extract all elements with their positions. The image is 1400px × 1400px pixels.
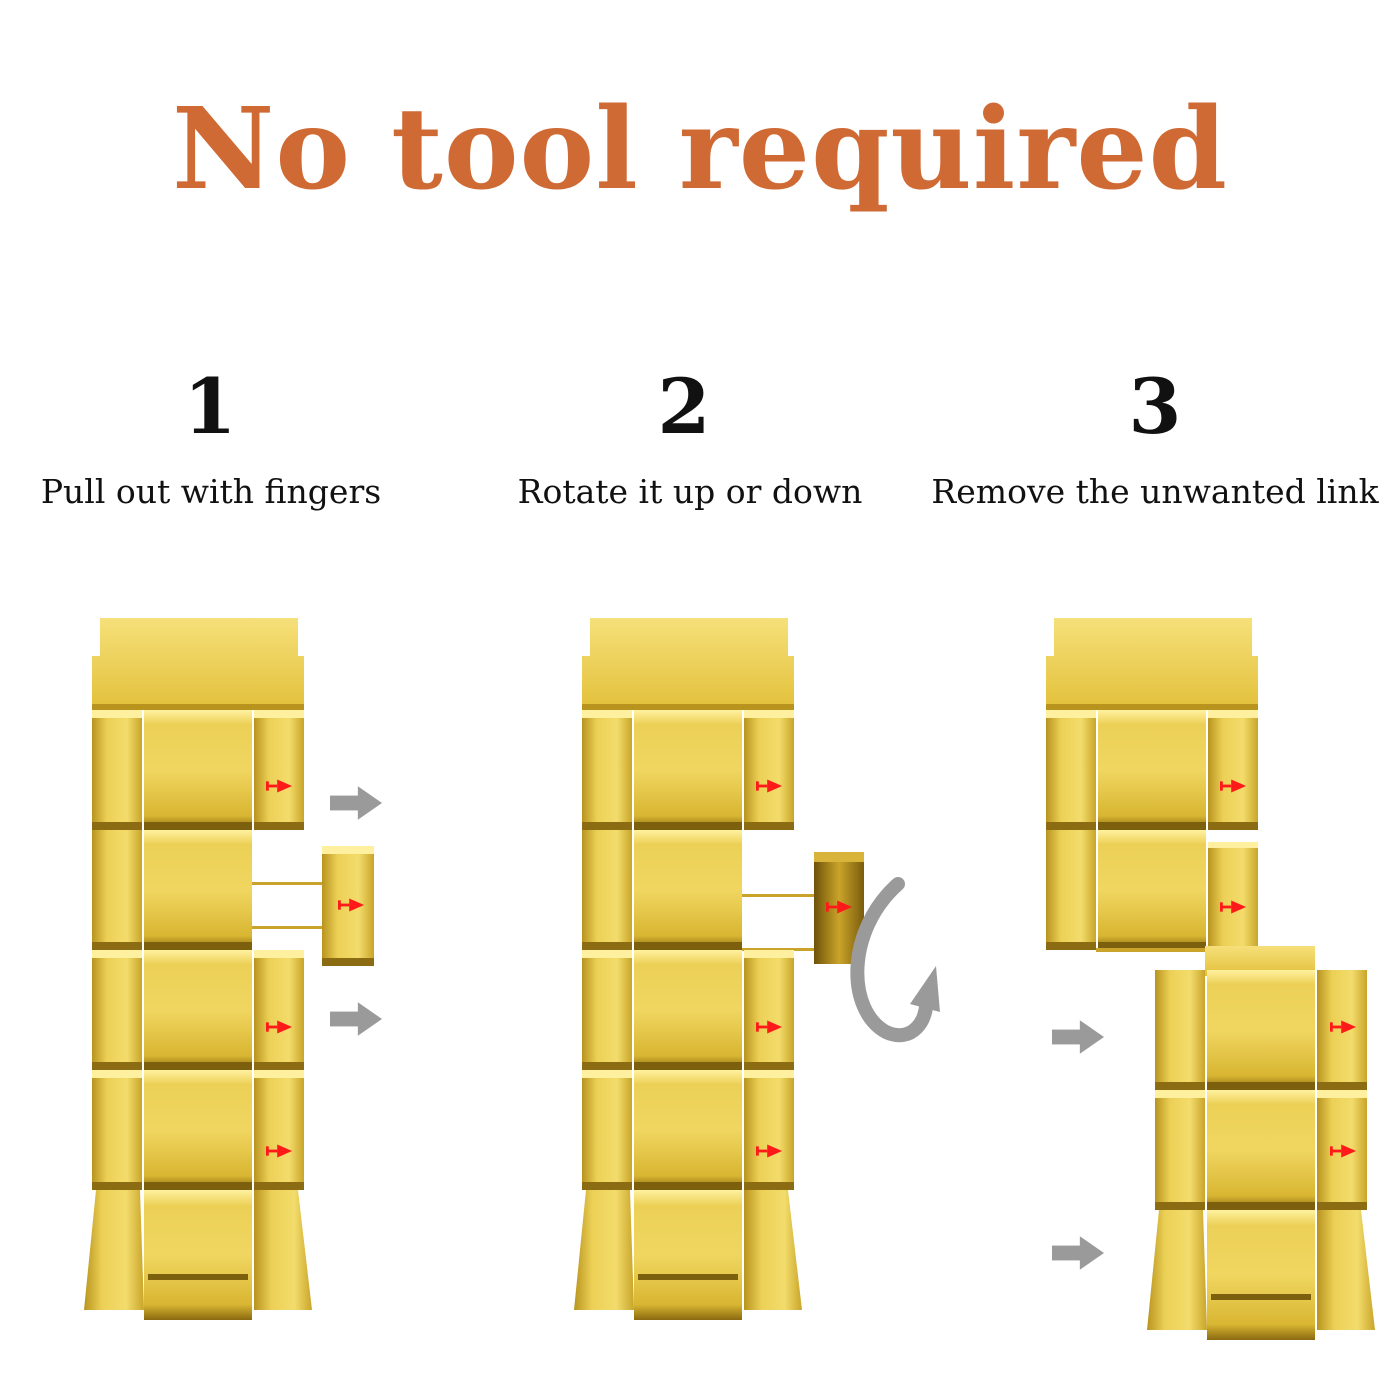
right-arrow-icon [1052, 1020, 1104, 1054]
band-step-2 [574, 618, 864, 1320]
step-2-text: Rotate it up or down [517, 472, 863, 511]
step-3-number: 3 [1128, 362, 1182, 451]
step-2-number: 2 [657, 362, 711, 451]
right-arrow-icon [330, 1002, 382, 1036]
step-1-text: Pull out with fingers [40, 472, 382, 511]
right-arrow-icon [330, 786, 382, 820]
step-3-text: Remove the unwanted link [931, 472, 1379, 511]
band-step-1 [84, 618, 374, 1320]
step-1-number: 1 [183, 362, 237, 451]
band-step-3 [1046, 618, 1375, 1340]
right-arrow-icon [1052, 1236, 1104, 1270]
page-title: No tool required [172, 84, 1228, 215]
rotate-arrow-icon [850, 877, 940, 1043]
